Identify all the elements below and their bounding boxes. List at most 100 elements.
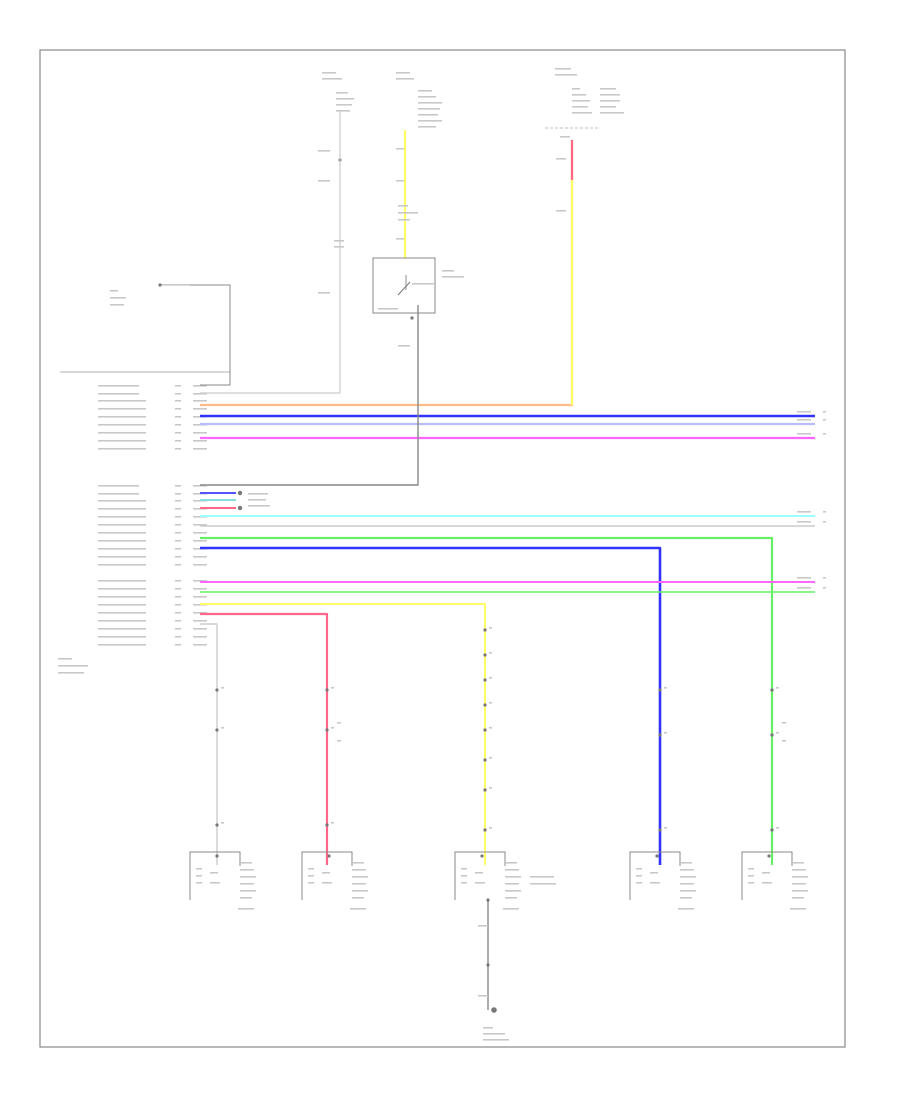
sensor-1-name-label (240, 869, 254, 871)
sensor-3-box (454, 851, 506, 900)
inline-connector (215, 728, 219, 732)
pin-function-label (98, 485, 139, 487)
sensor-3-pin-label (475, 872, 483, 874)
inline-connector (776, 687, 779, 689)
switch-contact (397, 281, 411, 296)
connector-label (478, 925, 488, 927)
fuse-label (418, 108, 440, 110)
sensor-3-name-label (505, 876, 521, 878)
pin-number-label (175, 440, 181, 442)
sensor-4-name-label (680, 876, 696, 878)
right-pin-label (797, 419, 811, 421)
sensor-4-name-label (680, 862, 692, 864)
inline-connector (770, 733, 774, 737)
sensor-5-name-label (792, 869, 806, 871)
connector-label (110, 304, 124, 306)
fuse-label (396, 72, 410, 74)
pin-function-label (98, 508, 146, 510)
sensor-5-pin (767, 854, 771, 858)
ground-connector (486, 898, 490, 902)
fuse-label (418, 114, 438, 116)
inline-connector (215, 823, 219, 827)
wire-blue-2 (200, 546, 662, 865)
fuse-label (418, 90, 432, 92)
pin-number-label (175, 400, 181, 402)
sensor-3-pin-label (461, 875, 467, 877)
module-name-label (58, 672, 84, 674)
pin-number-label (175, 416, 181, 418)
pin-wire-color-label (193, 408, 207, 410)
connector-label (396, 180, 404, 182)
inline-connector (664, 687, 667, 689)
pin-wire-color-label (193, 644, 207, 646)
fuse-label (572, 100, 590, 102)
pin-number-label (175, 493, 181, 495)
connector-pin (410, 316, 414, 320)
wire-lightgray-sensor (200, 623, 218, 865)
pin-wire-color-label (193, 588, 207, 590)
ground-terminal (237, 490, 243, 496)
pin-number-label (175, 628, 181, 630)
sensor-3-pin-label (461, 882, 467, 884)
inline-connector (664, 827, 667, 829)
fuse-label (572, 94, 586, 96)
sensor-4-pin-label (636, 875, 642, 877)
switch-label (378, 308, 398, 310)
pin-wire-color-label (193, 540, 207, 542)
pin-wire-color-label (193, 556, 207, 558)
pin-function-label (98, 408, 146, 410)
fuse-label (336, 98, 354, 100)
pin-wire-color-label (193, 636, 207, 638)
sensor-4-pin-label (636, 882, 642, 884)
ground-label (248, 499, 266, 501)
pin-function-label (98, 532, 146, 534)
right-pin-number (823, 419, 826, 421)
right-pin-number (823, 577, 826, 579)
sensor-1-box (189, 851, 241, 900)
pin-function-label (98, 604, 146, 606)
ground-label (248, 505, 270, 507)
pin-number-label (175, 424, 181, 426)
fuse-label (572, 88, 580, 90)
pin-function-label (98, 500, 146, 502)
sensor-3-pin (480, 854, 484, 858)
connector-label (318, 292, 330, 294)
sensor-3-name-label (505, 869, 519, 871)
sensor-1-pin-label (210, 872, 218, 874)
sensor-2-name-label (352, 869, 366, 871)
sensor-4-pin (655, 854, 659, 858)
fuse-label (600, 112, 624, 114)
pin-number-label (175, 408, 181, 410)
right-pin-number (823, 433, 826, 435)
pin-wire-color-label (193, 393, 207, 395)
inline-connector (483, 703, 487, 707)
inline-connector (489, 627, 492, 629)
fuse-label (572, 112, 592, 114)
inline-connector (483, 653, 487, 657)
ground-label (483, 1027, 493, 1029)
pin-wire-color-label (193, 524, 207, 526)
sensor-2-name-label (352, 883, 366, 885)
inline-connector (331, 687, 334, 689)
connector-label (560, 136, 570, 138)
pin-function-label (98, 400, 146, 402)
pin-number-label (175, 500, 181, 502)
connector-label (556, 158, 566, 160)
sensor-2-pin-label (322, 882, 332, 884)
connector-label (398, 345, 410, 347)
module-name-label (58, 665, 88, 667)
pin-number-label (175, 588, 181, 590)
connector-label (110, 297, 126, 299)
sensor-4-pin-label (636, 868, 642, 870)
pin-number-label (175, 556, 181, 558)
wire-color-label (337, 740, 341, 742)
sensor-5-name-label (792, 897, 804, 899)
sensor-5-name-label (792, 883, 806, 885)
sensor-1-name-label (240, 862, 252, 864)
ground-connector (486, 963, 490, 967)
pin-function-label (98, 620, 146, 622)
pin-number-label (175, 524, 181, 526)
inline-connector (658, 733, 662, 737)
pin-function-label (98, 432, 146, 434)
